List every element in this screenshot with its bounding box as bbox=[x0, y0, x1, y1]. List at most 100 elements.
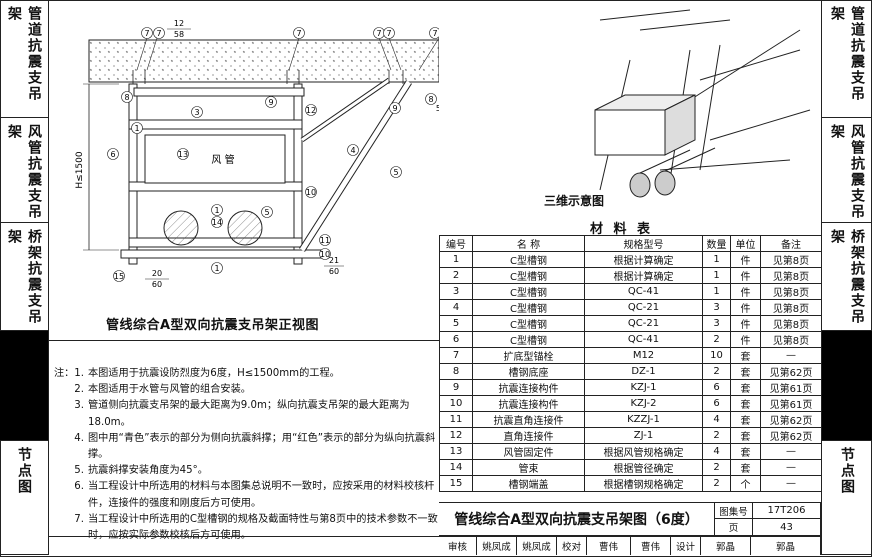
materials-cell: QC-21 bbox=[584, 299, 703, 316]
svg-text:12: 12 bbox=[306, 106, 316, 115]
svg-text:7: 7 bbox=[432, 29, 437, 38]
svg-text:1: 1 bbox=[134, 124, 139, 133]
materials-cell: 槽钢端盖 bbox=[472, 475, 585, 492]
materials-cell: 见第61页 bbox=[760, 395, 822, 412]
materials-cell: 1 bbox=[702, 283, 731, 300]
page-number: 43 bbox=[753, 519, 821, 536]
materials-cell: 3 bbox=[702, 299, 731, 316]
height-dimension: H≤1500 bbox=[75, 151, 85, 188]
note-item: 1.本图适用于抗震设防烈度为6度，H≤1500mm的工程。 bbox=[58, 366, 438, 382]
materials-cell: 根据风管规格确定 bbox=[584, 443, 703, 460]
svg-text:8: 8 bbox=[124, 93, 129, 102]
materials-cell: 根据槽钢规格确定 bbox=[584, 475, 703, 492]
svg-text:1: 1 bbox=[214, 264, 219, 273]
air-duct bbox=[144, 134, 286, 184]
materials-cell: 套 bbox=[730, 459, 761, 476]
materials-cell: C型槽钢 bbox=[472, 331, 585, 348]
materials-cell: 1 bbox=[702, 267, 731, 284]
note-text: 管道侧向抗震支吊架的最大距离为9.0m；纵向抗震支吊架的最大距离为18.0m。 bbox=[88, 400, 410, 428]
note-number: 6. bbox=[74, 481, 84, 493]
dim-2-56-bottom: 56 bbox=[436, 104, 439, 113]
svg-text:11: 11 bbox=[320, 236, 330, 245]
note-number: 4. bbox=[74, 432, 84, 444]
materials-cell: — bbox=[760, 459, 822, 476]
materials-cell: 12 bbox=[439, 427, 473, 444]
materials-header-cell: 备注 bbox=[760, 235, 822, 252]
svg-text:1: 1 bbox=[214, 206, 219, 215]
svg-text:6: 6 bbox=[110, 150, 115, 159]
atlas-label: 图集号 bbox=[715, 502, 753, 519]
materials-cell: 见第8页 bbox=[760, 315, 822, 332]
materials-cell: 2 bbox=[702, 459, 731, 476]
iso-view-title: 三维示意图 bbox=[544, 194, 605, 208]
materials-cell: 个 bbox=[730, 475, 761, 492]
materials-cell: 4 bbox=[702, 443, 731, 460]
note-item: 5.抗震斜撑安装角度为45°。 bbox=[58, 463, 438, 479]
left-tab-label: 节点图 bbox=[16, 447, 32, 495]
materials-cell: 5 bbox=[439, 315, 473, 332]
materials-cell: 见第8页 bbox=[760, 267, 822, 284]
materials-cell: C型槽钢 bbox=[472, 267, 585, 284]
materials-cell: 1 bbox=[702, 251, 731, 268]
materials-cell: QC-41 bbox=[584, 331, 703, 348]
signature-cell: 校对 bbox=[557, 537, 587, 555]
materials-cell: 套 bbox=[730, 379, 761, 396]
front-view-title: 管线综合A型双向抗震支吊架正视图 bbox=[106, 318, 320, 333]
materials-cell: 见第61页 bbox=[760, 379, 822, 396]
signature-cell: 曹伟 bbox=[587, 537, 631, 555]
materials-cell: 2 bbox=[439, 267, 473, 284]
right-tab-1: 风管抗震支吊架 bbox=[822, 118, 872, 223]
svg-text:4: 4 bbox=[350, 146, 355, 155]
right-tab-label: 节点图 bbox=[839, 447, 855, 495]
title-block: 管线综合A型双向抗震支吊架图（6度） 图集号 17T206 页 43 bbox=[439, 502, 821, 555]
svg-text:13: 13 bbox=[178, 150, 188, 159]
left-tab-1: 风管抗震支吊架 bbox=[0, 118, 48, 223]
materials-cell: 7 bbox=[439, 347, 473, 364]
materials-cell: M12 bbox=[584, 347, 703, 364]
dim-21-60-top: 21 bbox=[329, 256, 339, 265]
left-tab-3 bbox=[0, 331, 48, 441]
notes-lead: 注： bbox=[54, 368, 75, 379]
materials-cell: 13 bbox=[439, 443, 473, 460]
note-text: 图中用“青色”表示的部分为侧向抗震斜撑；用“红色”表示的部分为纵向抗震斜撑。 bbox=[88, 432, 436, 461]
materials-header-cell: 编号 bbox=[439, 235, 473, 252]
svg-text:7: 7 bbox=[296, 29, 301, 38]
left-tab-label: 管道抗震支吊架 bbox=[6, 6, 42, 102]
materials-cell: C型槽钢 bbox=[472, 299, 585, 316]
signature-row: 审核姚凤成姚凤成校对曹伟曹伟设计郭晶郭晶 bbox=[439, 536, 821, 555]
svg-text:10: 10 bbox=[320, 250, 330, 259]
materials-cell: C型槽钢 bbox=[472, 251, 585, 268]
notes-section: 注： 1.本图适用于抗震设防烈度为6度，H≤1500mm的工程。2.本图适用于水… bbox=[54, 366, 438, 544]
materials-cell: 2 bbox=[702, 363, 731, 380]
materials-cell: 根据管径确定 bbox=[584, 459, 703, 476]
materials-cell: QC-41 bbox=[584, 283, 703, 300]
right-tab-0: 管道抗震支吊架 bbox=[822, 0, 872, 118]
materials-header-cell: 名 称 bbox=[472, 235, 585, 252]
iso-view-drawing bbox=[594, 9, 811, 198]
right-tab-label: 桥架抗震支吊架 bbox=[829, 229, 865, 325]
note-item: 6.当工程设计中所选用的材料与本图集总说明不一致时，应按采用的材料校核杆件，连接… bbox=[58, 479, 438, 511]
materials-cell: 件 bbox=[730, 283, 761, 300]
materials-cell: 2 bbox=[702, 475, 731, 492]
dim-20-60-bottom: 60 bbox=[152, 280, 162, 289]
materials-cell: 2 bbox=[702, 427, 731, 444]
materials-cell: 6 bbox=[439, 331, 473, 348]
right-tab-2: 桥架抗震支吊架 bbox=[822, 223, 872, 331]
dim-21-60-bottom: 60 bbox=[329, 267, 339, 276]
right-tab-label: 管道抗震支吊架 bbox=[829, 6, 865, 102]
water-pipe-left bbox=[163, 210, 199, 246]
signature-cell: 郭晶 bbox=[751, 537, 821, 555]
left-tab-2: 桥架抗震支吊架 bbox=[0, 223, 48, 331]
materials-cell: 2 bbox=[702, 331, 731, 348]
materials-cell: 3 bbox=[439, 283, 473, 300]
materials-cell: 件 bbox=[730, 299, 761, 316]
materials-cell: — bbox=[760, 443, 822, 460]
materials-cell: 见第62页 bbox=[760, 363, 822, 380]
